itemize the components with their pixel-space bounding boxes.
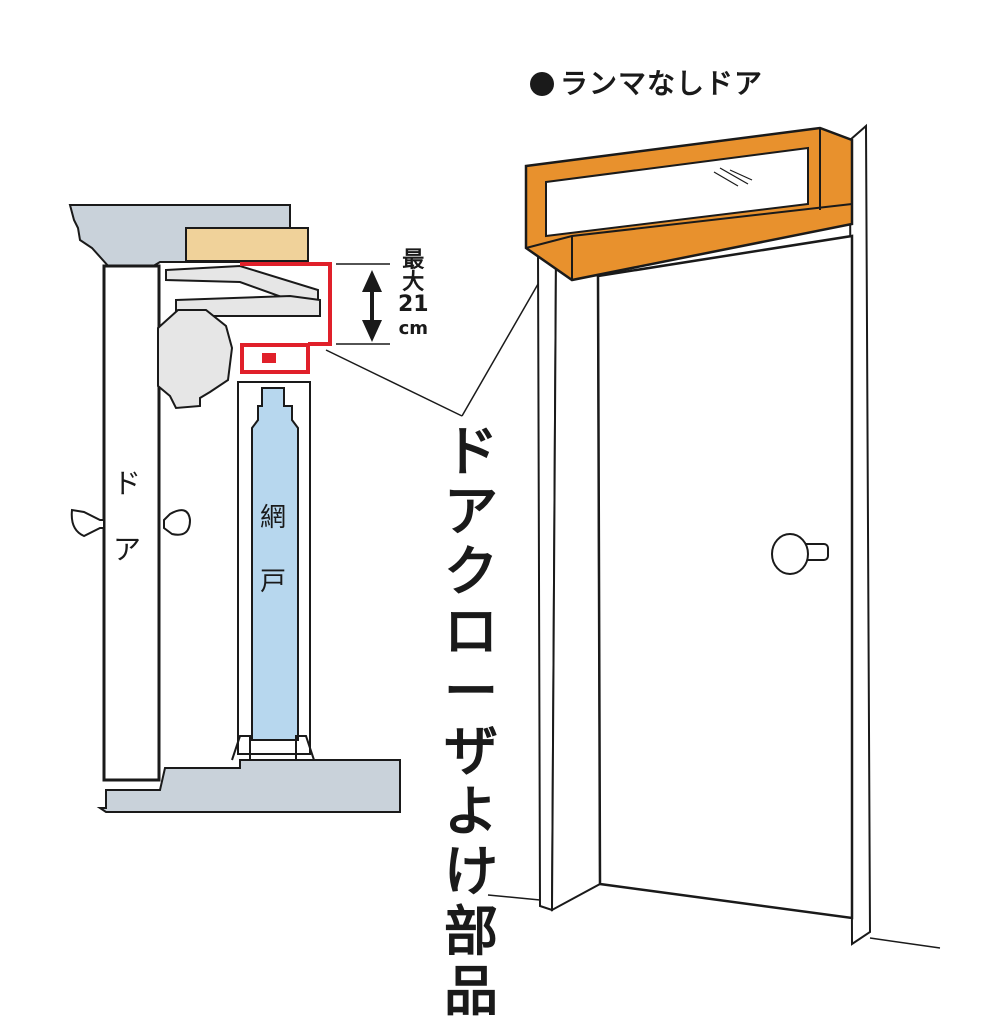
door-knob (771, 533, 829, 575)
door-label-char: ド (112, 467, 141, 500)
door-handle (70, 508, 192, 538)
dimension-arrow (362, 270, 382, 342)
door-panel (102, 264, 161, 782)
bullet-dot (530, 72, 554, 96)
door-label: ド ア (112, 470, 142, 602)
closer-body (157, 309, 234, 410)
heading-text: ランマなしドア (560, 67, 764, 100)
callout-char: ア (444, 480, 498, 543)
callout-char: ド (444, 420, 498, 483)
wooden-head-block (185, 227, 309, 262)
callout-char: ロ (444, 600, 498, 663)
callout-char: 部 (444, 900, 498, 963)
dimension-label: 最 大 21 cm (398, 250, 429, 338)
screen-foot (231, 735, 315, 761)
heading: ランマなしドア (530, 70, 763, 98)
closer-guard-window (545, 146, 809, 238)
floor-line (487, 894, 541, 901)
leader-line-left (325, 349, 463, 417)
dimension-unit: cm (398, 318, 429, 339)
screen-door-label: 網 戸 (258, 505, 288, 633)
diagram-artwork (68, 123, 941, 949)
dimension-char: 大 (402, 270, 425, 295)
closer-arm (165, 264, 319, 301)
screen-label-char: 網 (259, 503, 286, 533)
callout-char: け (444, 840, 498, 903)
callout-char: よ (444, 780, 498, 843)
screen-label-char: 戸 (259, 567, 286, 597)
callout-char: 品 (444, 960, 498, 1023)
illustration-stage: ランマなしドア 最 大 21 cm ド ア ク ロ ー ザ よ け 部 品 ド … (68, 70, 941, 1019)
floor-line-right (869, 937, 941, 949)
callout-label: ド ア ク ロ ー ザ よ け 部 品 (436, 425, 506, 1025)
dimension-char: 最 (402, 248, 425, 273)
clearance-bracket (240, 262, 332, 346)
callout-char: ク (444, 540, 498, 603)
door-jamb-left-face (550, 254, 602, 912)
screen-door (251, 387, 299, 741)
callout-char: ー (444, 660, 498, 723)
dimension-value: 21 (398, 292, 429, 317)
callout-char: ザ (444, 720, 498, 783)
door-leaf (596, 234, 854, 920)
floor-section (96, 759, 401, 813)
glass-reflection (713, 167, 753, 187)
door-label-char: ア (112, 533, 141, 566)
